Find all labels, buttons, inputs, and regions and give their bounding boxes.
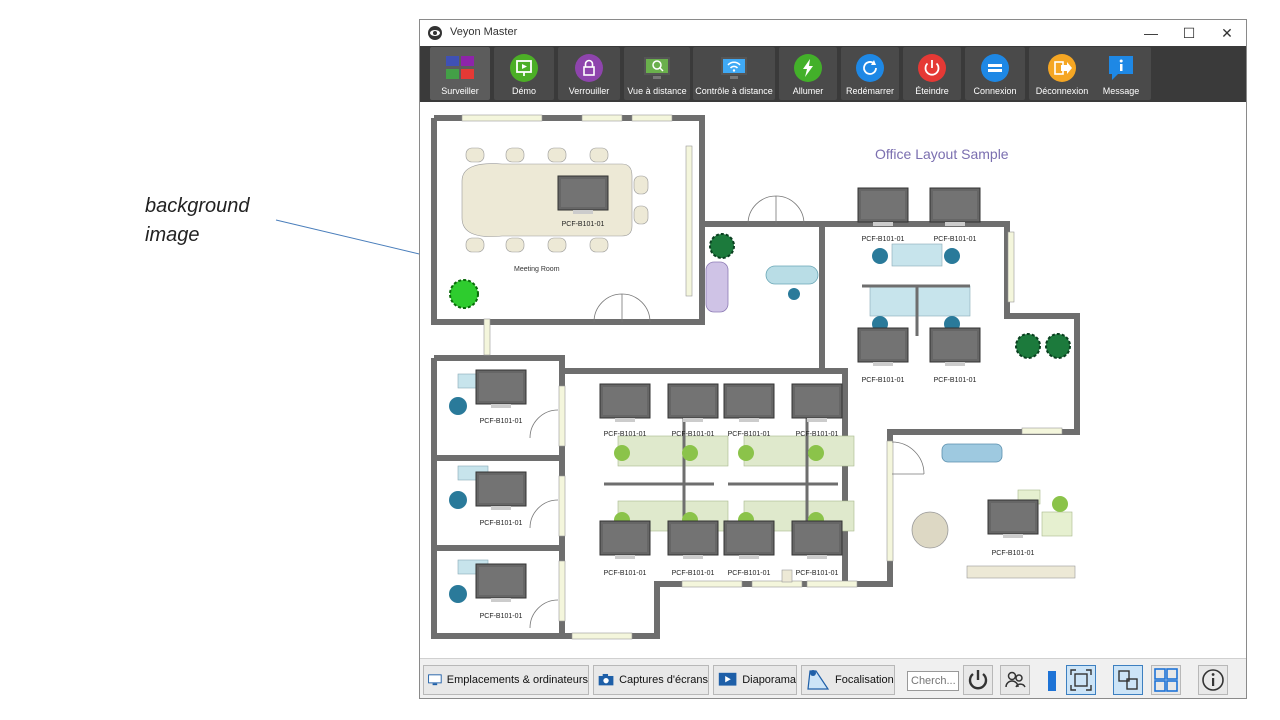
annotation-line-2: image	[145, 224, 200, 246]
toolbar-remote-view-button[interactable]: Vue à distance	[624, 47, 690, 100]
monitor-icon	[428, 674, 442, 686]
lock-icon	[575, 54, 603, 82]
monitor-wifi-icon	[721, 57, 747, 79]
focus-label: Focalisation	[835, 674, 894, 686]
toolbar-logout-button[interactable]: Déconnexion	[1029, 47, 1095, 100]
window-title: Veyon Master	[450, 26, 518, 38]
pc-label[interactable]: PCF-B101-01	[561, 221, 605, 228]
pc-label[interactable]: PCF-B101-01	[479, 613, 523, 620]
fit-view-button[interactable]	[1066, 665, 1096, 695]
screenshots-label: Captures d'écrans	[619, 674, 708, 686]
toolbar-power-on-button[interactable]: Allumer	[779, 47, 837, 100]
computer-monitor-icons	[475, 175, 1039, 602]
pc-label[interactable]: PCF-B101-01	[671, 431, 715, 438]
toolbar-label: Allumer	[792, 86, 824, 96]
floor-plan-background	[431, 114, 1080, 640]
floor-plan-canvas: Office Layout Sample	[422, 106, 1244, 654]
close-button[interactable]: ✕	[1221, 25, 1233, 41]
meeting-room-label: Meeting Room	[514, 266, 560, 273]
minimize-button[interactable]: —	[1144, 25, 1158, 41]
slideshow-label: Diaporama	[742, 674, 796, 686]
locations-computers-button[interactable]: Emplacements & ordinateurs	[423, 665, 589, 695]
spotlight-icon	[807, 670, 830, 690]
toolbar-login-button[interactable]: Connexion	[965, 47, 1025, 100]
bottom-bar: Emplacements & ordinateurs Captures d'éc…	[420, 658, 1246, 698]
power-on-icon	[794, 54, 822, 82]
annotation-line-1: background	[145, 195, 250, 217]
about-button[interactable]	[1198, 665, 1228, 695]
veyon-master-window: Veyon Master — ☐ ✕ Surveiller Démo	[419, 19, 1247, 699]
plant-icons	[449, 233, 1071, 359]
toolbar-lock-button[interactable]: Verrouiller	[558, 47, 620, 100]
toolbar-power-off-button[interactable]: Éteindre	[903, 47, 961, 100]
pc-label[interactable]: PCF-B101-01	[727, 431, 771, 438]
pc-label[interactable]: PCF-B101-01	[479, 520, 523, 527]
pc-label[interactable]: PCF-B101-01	[603, 431, 647, 438]
screenshots-button[interactable]: Captures d'écrans	[593, 665, 709, 695]
message-icon	[1109, 56, 1133, 80]
focus-button[interactable]: Focalisation	[801, 665, 895, 695]
login-icon	[981, 54, 1009, 82]
fit-screen-icon	[1070, 669, 1092, 691]
toolbar-label: Éteindre	[915, 86, 949, 96]
toolbar: Surveiller Démo Verrouiller	[420, 46, 1246, 102]
pc-label[interactable]: PCF-B101-01	[671, 570, 715, 577]
grid-view-button[interactable]	[1151, 665, 1181, 695]
users-button[interactable]	[1000, 665, 1030, 695]
logout-icon	[1048, 54, 1076, 82]
monitor-search-icon	[644, 57, 670, 79]
tiles-icon	[1154, 668, 1178, 692]
info-icon	[1202, 669, 1224, 691]
title-bar: Veyon Master — ☐ ✕	[420, 20, 1246, 46]
toolbar-label: Contrôle à distance	[695, 86, 773, 96]
users-icon	[1005, 671, 1026, 688]
pc-label[interactable]: PCF-B101-01	[861, 377, 905, 384]
toolbar-label: Démo	[511, 86, 536, 96]
power-toggle-button[interactable]	[963, 665, 993, 695]
power-icon	[968, 670, 988, 690]
toolbar-label: Déconnexion	[1035, 86, 1089, 96]
toolbar-label: Surveiller	[441, 86, 479, 96]
toolbar-label: Verrouiller	[568, 86, 610, 96]
pc-label[interactable]: PCF-B101-01	[991, 550, 1035, 557]
arrange-icon	[1118, 670, 1138, 690]
presentation-icon	[510, 54, 538, 82]
camera-icon	[598, 673, 614, 686]
veyon-eye-icon	[428, 26, 442, 40]
toolbar-label: Vue à distance	[627, 86, 687, 96]
toolbar-restart-button[interactable]: Redémarrer	[841, 47, 899, 100]
toolbar-label: Message	[1102, 86, 1140, 96]
maximize-button[interactable]: ☐	[1182, 25, 1196, 41]
pc-label[interactable]: PCF-B101-01	[861, 236, 905, 243]
power-off-icon	[918, 54, 946, 82]
grid-icon	[446, 56, 474, 79]
pc-label[interactable]: PCF-B101-01	[727, 570, 771, 577]
slideshow-icon	[718, 672, 737, 686]
pc-label[interactable]: PCF-B101-01	[603, 570, 647, 577]
pc-label[interactable]: PCF-B101-01	[933, 377, 977, 384]
toolbar-label: Connexion	[973, 86, 1017, 96]
slideshow-button[interactable]: Diaporama	[713, 665, 797, 695]
annotation-text: background image	[145, 192, 305, 250]
pc-label[interactable]: PCF-B101-01	[933, 236, 977, 243]
pc-label[interactable]: PCF-B101-01	[795, 431, 839, 438]
search-input[interactable]	[907, 671, 959, 691]
toolbar-demo-button[interactable]: Démo	[494, 47, 554, 100]
toolbar-message-button[interactable]: Message	[1091, 47, 1151, 100]
arrange-button[interactable]	[1113, 665, 1143, 695]
layout-title: Office Layout Sample	[875, 146, 1009, 162]
restart-icon	[856, 54, 884, 82]
locations-label: Emplacements & ordinateurs	[446, 674, 588, 686]
toolbar-remote-control-button[interactable]: Contrôle à distance	[693, 47, 775, 100]
toolbar-label: Redémarrer	[845, 86, 894, 96]
pc-label[interactable]: PCF-B101-01	[795, 570, 839, 577]
zoom-slider-handle[interactable]	[1048, 671, 1056, 691]
pc-label[interactable]: PCF-B101-01	[479, 418, 523, 425]
toolbar-surveiller-button[interactable]: Surveiller	[430, 47, 490, 100]
